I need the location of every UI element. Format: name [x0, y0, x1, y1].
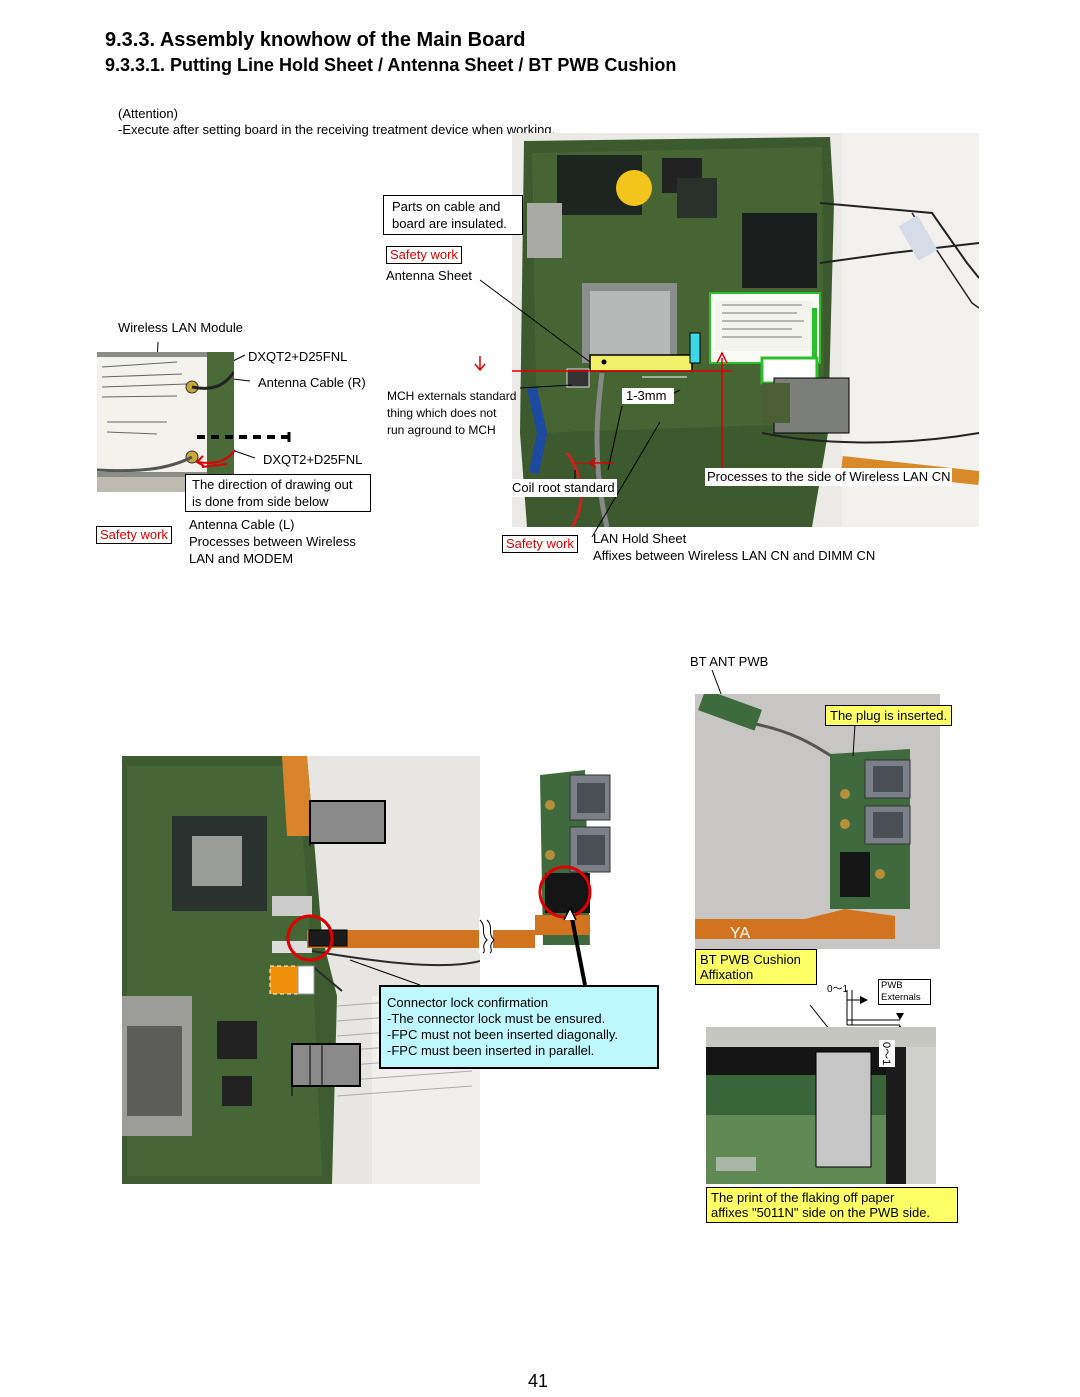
antenna-sheet-label: Antenna Sheet	[386, 268, 473, 283]
page-number: 41	[528, 1371, 549, 1391]
processes-side-label: Processes to the side of Wireless LAN CN	[705, 468, 953, 486]
dxqt-bottom-label: DXQT2+D25FNL	[263, 452, 363, 467]
ya-label: YA	[730, 925, 751, 942]
print-note-callout: The print of the flaking off paper affix…	[706, 1187, 958, 1223]
mch-note: MCH externals standard thing which does …	[387, 388, 516, 439]
antenna-cable-l-line2: Processes between Wireless	[189, 534, 356, 549]
lan-hold-sheet-label: LAN Hold Sheet	[593, 531, 687, 546]
direction-line1: The direction of drawing out	[192, 477, 353, 492]
lower-board-photo	[122, 756, 480, 1184]
parts-insulated-callout: Parts on cable and board are insulated.	[383, 195, 523, 235]
zero-one-horizontal: 0〜1	[827, 984, 849, 995]
upper-leader-lines	[155, 279, 681, 538]
antenna-cable-r-label: Antenna Cable (R)	[258, 375, 366, 390]
cushion-closeup-photo	[706, 1027, 936, 1184]
bt-cushion-callout: BT PWB Cushion Affixation	[695, 949, 817, 985]
direction-callout: The direction of drawing out is done fro…	[185, 474, 371, 512]
bt-ant-pwb-label: BT ANT PWB	[690, 654, 769, 669]
connector-line3: -FPC must been inserted in parallel.	[387, 1043, 595, 1058]
antenna-cable-l-label: Antenna Cable (L) Processes between Wire…	[189, 516, 356, 567]
externals-line: Externals	[881, 992, 921, 1003]
parts-insulated-line1: Parts on cable and	[392, 199, 501, 214]
bt-cushion-line1: BT PWB Cushion	[700, 952, 801, 967]
safety-work-badge-1: Safety work	[386, 246, 462, 264]
coil-root-label: Coil root standard	[510, 479, 617, 497]
bt-cushion-line2: Affixation	[700, 967, 754, 982]
wireless-lan-module-label: Wireless LAN Module	[118, 320, 243, 335]
usb-pwb-photo	[535, 765, 613, 955]
safety-work-badge-3: Safety work	[502, 535, 578, 553]
antenna-cable-l-line3: LAN and MODEM	[189, 551, 294, 566]
mch-line1: MCH externals standard	[387, 389, 517, 403]
pwb-line: PWB	[881, 980, 903, 991]
pwb-externals-box: PWB Externals	[878, 979, 931, 1005]
main-board-photo	[512, 133, 979, 527]
subsection-title: 9.3.3.1. Putting Line Hold Sheet / Anten…	[105, 55, 677, 75]
safety-work-badge-2: Safety work	[96, 526, 172, 544]
red-down-arrow-icon	[474, 356, 486, 372]
wireless-lan-module-photo	[97, 352, 234, 492]
direction-line2: is done from side below	[192, 494, 329, 509]
one-three-mm-label: 1-3mm	[622, 388, 675, 404]
connector-title: Connector lock confirmation	[387, 995, 549, 1010]
section-title: 9.3.3. Assembly knowhow of the Main Boar…	[105, 29, 526, 51]
attention-text: -Execute after setting board in the rece…	[118, 122, 556, 137]
print-note-line1: The print of the flaking off paper	[711, 1190, 895, 1205]
zero-one-vertical: 0〜1	[879, 1040, 895, 1068]
connector-arrows	[349, 906, 587, 986]
dxqt-top-label: DXQT2+D25FNL	[248, 349, 348, 364]
connector-line2: -FPC must not been inserted diagonally.	[387, 1027, 618, 1042]
dashed-direction-marker	[195, 432, 291, 467]
affixes-between-label: Affixes between Wireless LAN CN and DIMM…	[593, 548, 876, 563]
connector-line1: -The connector lock must be ensured.	[387, 1011, 606, 1026]
plug-inserted-callout: The plug is inserted.	[825, 705, 953, 726]
mch-line3: run aground to MCH	[387, 423, 496, 437]
fpc-break-symbol	[475, 917, 545, 954]
attention-label: (Attention)	[118, 106, 178, 121]
connector-lock-callout: Connector lock confirmation -The connect…	[379, 985, 659, 1069]
parts-insulated-line2: board are insulated.	[392, 216, 507, 231]
antenna-cable-l-line1: Antenna Cable (L)	[189, 517, 295, 532]
bt-pwb-photo	[695, 694, 940, 949]
mch-line2: thing which does not	[387, 406, 497, 420]
print-note-line2: affixes "5011N" side on the PWB side.	[711, 1205, 931, 1220]
